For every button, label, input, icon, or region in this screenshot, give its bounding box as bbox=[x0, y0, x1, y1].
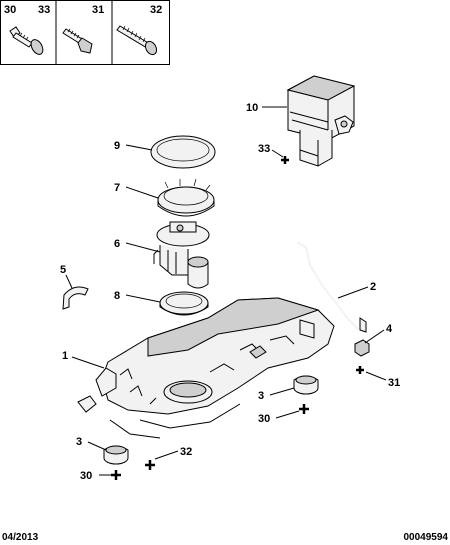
pump-seal bbox=[159, 291, 209, 316]
callout-7: 7 bbox=[114, 182, 120, 194]
fastener-cross-marker bbox=[299, 404, 309, 414]
callout-30: 30 bbox=[258, 413, 270, 425]
callout-4: 4 bbox=[386, 323, 393, 335]
fuel-pipe bbox=[297, 242, 367, 333]
leader-line-5 bbox=[65, 274, 73, 289]
header-ref-30: 30 bbox=[4, 4, 16, 16]
callout-1: 1 bbox=[62, 350, 68, 362]
leader-line-32 bbox=[154, 450, 179, 460]
callout-6: 6 bbox=[114, 238, 120, 250]
callout-32: 32 bbox=[180, 446, 192, 458]
callout-30: 30 bbox=[80, 470, 92, 482]
callout-3: 3 bbox=[258, 390, 264, 402]
footer-date: 04/2013 bbox=[2, 532, 39, 543]
pump-control-unit bbox=[286, 75, 356, 167]
callout-5: 5 bbox=[60, 264, 66, 276]
leader-line-9 bbox=[125, 144, 153, 151]
fastener-cross-marker bbox=[356, 366, 364, 374]
leader-line-6 bbox=[125, 242, 161, 253]
leader-line-3 bbox=[269, 387, 295, 396]
callout-8: 8 bbox=[114, 290, 120, 302]
hex-bolt-icon bbox=[62, 28, 93, 54]
fuel-tank bbox=[77, 297, 335, 439]
callout-9: 9 bbox=[114, 140, 120, 152]
leader-line-7 bbox=[125, 186, 159, 199]
leader-line-3 bbox=[87, 441, 107, 451]
fastener-cross-marker bbox=[111, 470, 121, 480]
leader-line-33 bbox=[271, 149, 284, 158]
header-table-border bbox=[0, 0, 170, 65]
bolt-with-washer-icon bbox=[9, 26, 44, 55]
header-ref-32: 32 bbox=[150, 4, 162, 16]
retaining-clip bbox=[62, 286, 89, 310]
locking-ring bbox=[157, 178, 215, 217]
cover-cap bbox=[150, 135, 216, 169]
leader-line-2 bbox=[337, 286, 369, 299]
leader-line-31 bbox=[365, 371, 387, 381]
fastener-cross-marker bbox=[281, 156, 289, 164]
callout-3: 3 bbox=[76, 436, 82, 448]
mounting-pad bbox=[103, 445, 129, 465]
leader-line-4 bbox=[364, 329, 385, 344]
leader-line-1 bbox=[71, 356, 105, 369]
mounting-bracket bbox=[354, 339, 370, 357]
callout-31: 31 bbox=[388, 377, 400, 389]
leader-line-30 bbox=[275, 410, 300, 419]
callout-2: 2 bbox=[370, 281, 376, 293]
fuel-pump-module bbox=[153, 221, 210, 289]
footer-code: 00049594 bbox=[404, 532, 449, 543]
header-ref-31: 31 bbox=[92, 4, 104, 16]
header-ref-33: 33 bbox=[38, 4, 50, 16]
mounting-pad bbox=[293, 375, 319, 395]
callout-10: 10 bbox=[246, 102, 258, 114]
self-tapping-screw-icon bbox=[116, 25, 158, 56]
leader-line-8 bbox=[125, 294, 161, 303]
fastener-header-table: 30 33 31 32 bbox=[0, 0, 170, 65]
callout-33: 33 bbox=[258, 143, 270, 155]
fastener-cross-marker bbox=[145, 460, 155, 470]
